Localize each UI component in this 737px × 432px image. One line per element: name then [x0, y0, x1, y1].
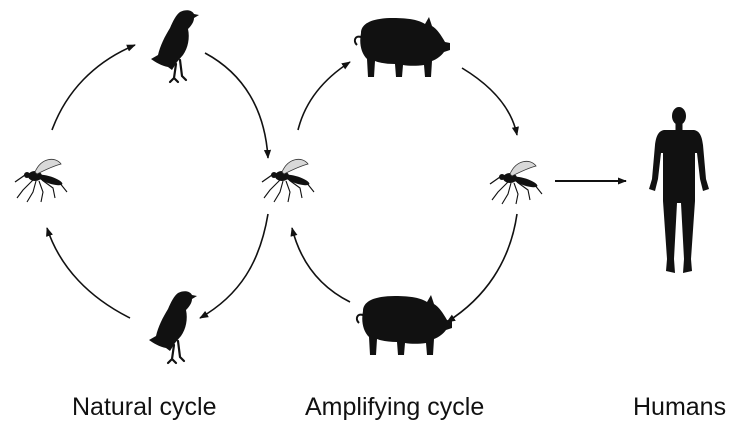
bird-icon	[149, 291, 197, 363]
mosquito-icon	[15, 159, 67, 202]
arrow-mosquito-to-bird-lower	[200, 214, 268, 318]
human-icon	[649, 107, 709, 273]
arrow-bird-to-mosquito-lower	[47, 228, 130, 318]
arrow-pig-to-mosquito	[462, 68, 517, 135]
arrow-mosquito-to-pig-lower	[447, 214, 517, 322]
arrow-mosquito-to-bird	[52, 45, 135, 130]
humans-label: Humans	[633, 393, 726, 422]
mosquito-icon	[262, 159, 314, 202]
arrow-mosquito-to-pig	[298, 62, 350, 130]
arrow-pig-to-mosquito-lower	[292, 228, 350, 302]
pig-icon	[355, 17, 450, 77]
natural-cycle-label: Natural cycle	[72, 393, 217, 422]
amplifying-cycle-label: Amplifying cycle	[305, 393, 484, 422]
arrow-bird-to-mosquito	[205, 53, 268, 158]
bird-icon	[151, 10, 199, 82]
mosquito-icon	[490, 161, 542, 204]
pig-icon	[357, 295, 452, 355]
